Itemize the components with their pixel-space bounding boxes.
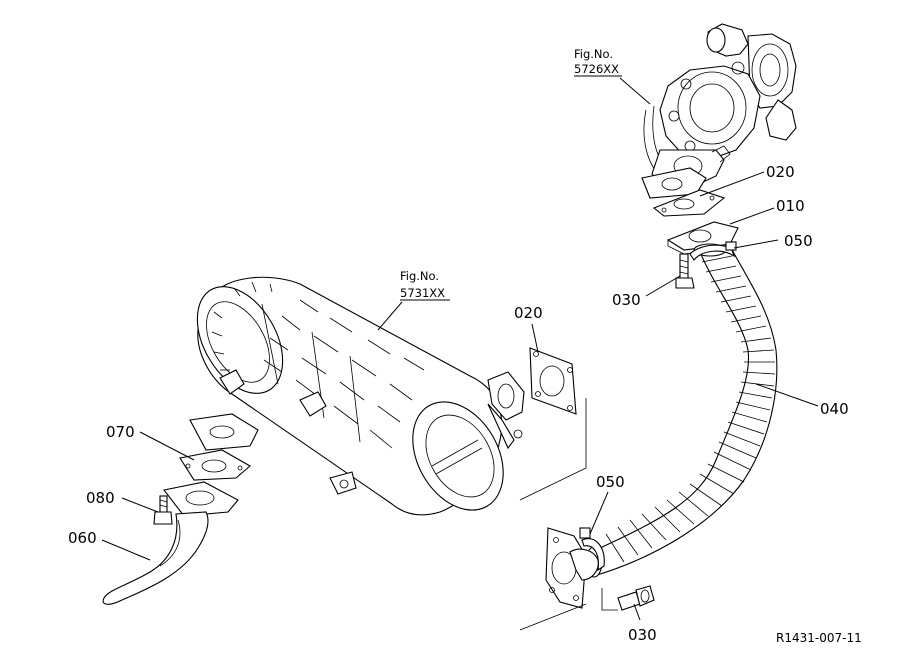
callout-040: 040 [820, 400, 849, 418]
dpf-muffler-assembly [196, 276, 525, 516]
callout-030-lower: 030 [628, 626, 657, 644]
figure-references: Fig.No. 5726XX Fig.No. 5731XX [400, 47, 622, 301]
gasket-070 [179, 449, 251, 481]
callout-labels: 020 010 050 030 040 020 070 080 060 050 … [68, 163, 849, 644]
drawing-number: R1431-007-11 [776, 631, 862, 645]
callout-010: 010 [776, 197, 805, 215]
clamp-050-upper [689, 241, 737, 261]
lower-flange-plate [545, 527, 599, 609]
tailpipe-flange [163, 481, 239, 517]
callout-050-lower: 050 [596, 473, 625, 491]
dpf-fig-number: 5731XX [400, 286, 445, 300]
turbo-fig-label: Fig.No. [574, 47, 613, 61]
callout-020-mid: 020 [514, 304, 543, 322]
bolt-080 [153, 495, 173, 525]
tailpipe-060 [102, 511, 209, 605]
callout-080: 080 [86, 489, 115, 507]
dpf-fig-label: Fig.No. [400, 269, 439, 283]
gasket-020-mid [529, 347, 577, 415]
gasket-020-upper [652, 189, 726, 217]
callout-020-upper: 020 [766, 163, 795, 181]
callout-050-upper: 050 [784, 232, 813, 250]
turbocharger-assembly [641, 23, 797, 199]
callout-030-upper: 030 [612, 291, 641, 309]
callout-060: 060 [68, 529, 97, 547]
turbo-fig-number: 5726XX [574, 62, 619, 76]
bolt-030-lower [617, 585, 655, 611]
outlet-flange [189, 413, 259, 451]
bolt-030-upper [675, 253, 695, 289]
callout-070: 070 [106, 423, 135, 441]
leader-lines [101, 77, 819, 631]
